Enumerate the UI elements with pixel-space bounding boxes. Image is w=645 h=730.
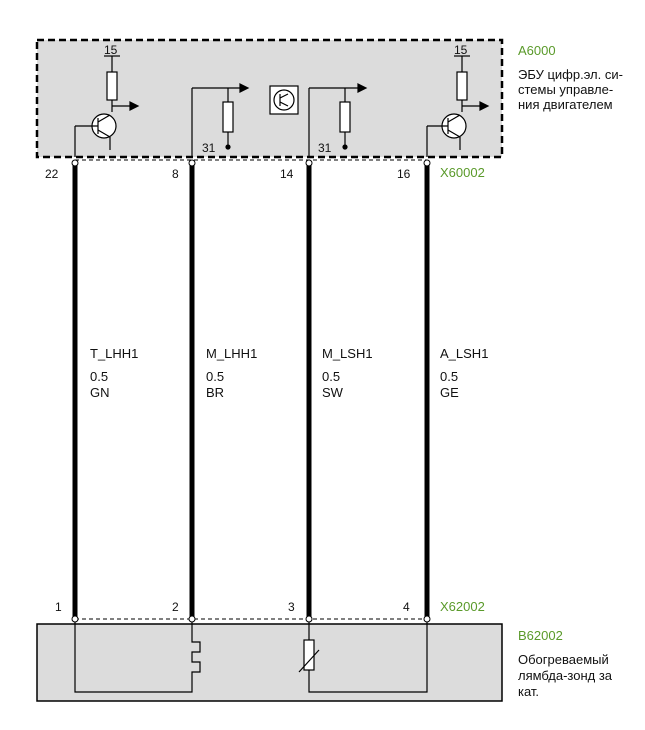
- wire-terminal-top: [423, 159, 431, 167]
- wire-size: 0.5: [322, 369, 340, 384]
- sensor-connector-id: X62002: [440, 599, 485, 614]
- wire-ecu-pin: 22: [45, 167, 59, 181]
- sensor-desc-line-2: лямбда-зонд за: [518, 668, 613, 683]
- wire-terminal-top: [305, 159, 313, 167]
- ecu-pullup-resistor-pin14: [308, 83, 368, 157]
- ecu-output-transistor-left: [74, 55, 140, 157]
- ecu-id: A6000: [518, 43, 556, 58]
- wire-terminal-bottom: [71, 615, 79, 623]
- ecu-supply-label-right: 15: [454, 43, 468, 57]
- wire: 16 4 A_LSH1 0.5 GE: [397, 159, 488, 623]
- wire-signal: M_LHH1: [206, 346, 257, 361]
- wire-sensor-pin: 3: [288, 600, 295, 614]
- wire-size: 0.5: [90, 369, 108, 384]
- wire-color: GN: [90, 385, 110, 400]
- sensor-box: [36, 623, 503, 702]
- sensor-desc-line-3: кат.: [518, 684, 539, 699]
- wire-ecu-pin: 8: [172, 167, 179, 181]
- wire-terminal-bottom: [305, 615, 313, 623]
- wire-signal: M_LSH1: [322, 346, 373, 361]
- wire: 14 3 M_LSH1 0.5 SW: [280, 159, 373, 623]
- ecu-sensor-symbol-icon: [269, 85, 299, 115]
- wire: 22 1 T_LHH1 0.5 GN: [45, 159, 138, 623]
- sensor-id: B62002: [518, 628, 563, 643]
- wire-signal: A_LSH1: [440, 346, 488, 361]
- ecu-desc-line-1: ЭБУ цифр.эл. си-: [518, 67, 623, 82]
- wire-color: SW: [322, 385, 344, 400]
- wire-sensor-pin: 4: [403, 600, 410, 614]
- ecu-desc-line-2: стемы управле-: [518, 82, 613, 97]
- wire-signal: T_LHH1: [90, 346, 138, 361]
- wire-terminal-bottom: [188, 615, 196, 623]
- wire-terminal-top: [71, 159, 79, 167]
- ecu-ground-label-pin14: 31: [318, 141, 332, 155]
- ecu-connector-id: X60002: [440, 165, 485, 180]
- wire-ecu-pin: 16: [397, 167, 411, 181]
- wire-sensor-pin: 2: [172, 600, 179, 614]
- wire-size: 0.5: [206, 369, 224, 384]
- wire-size: 0.5: [440, 369, 458, 384]
- wire: 8 2 M_LHH1 0.5 BR: [172, 159, 257, 623]
- ecu-output-transistor-right: [426, 55, 490, 157]
- ecu-ground-label-pin8: 31: [202, 141, 216, 155]
- wire-color: BR: [206, 385, 224, 400]
- wire-ecu-pin: 14: [280, 167, 294, 181]
- sensor-desc-line-1: Обогреваемый: [518, 652, 609, 667]
- wire-sensor-pin: 1: [55, 600, 62, 614]
- wire-terminal-bottom: [423, 615, 431, 623]
- ecu-pullup-resistor-pin8: [191, 83, 250, 157]
- sensor-heater-element: [74, 619, 201, 693]
- ecu-desc-line-3: ния двигателем: [518, 97, 613, 112]
- wire-terminal-top: [188, 159, 196, 167]
- wire-color: GE: [440, 385, 459, 400]
- ecu-supply-label-left: 15: [104, 43, 118, 57]
